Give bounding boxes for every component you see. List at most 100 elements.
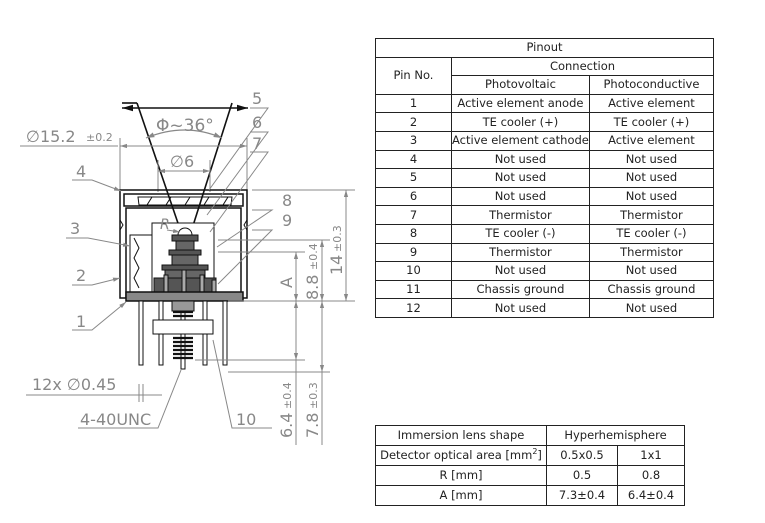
photoconductive-cell: Not used: [588, 149, 715, 170]
a-label: A [mm]: [375, 485, 547, 506]
photovoltaic-cell: Not used: [451, 261, 590, 281]
outer-diameter-label: ∅15.2: [26, 127, 76, 146]
photovoltaic-cell: Thermistor: [451, 242, 590, 263]
photoconductive-header: Photoconductive: [588, 75, 715, 95]
photovoltaic-cell: Not used: [451, 168, 590, 188]
dim-8-8-tol: ±0.4: [307, 243, 320, 270]
pin-number: 2: [375, 112, 452, 132]
fov-cone: [121, 102, 248, 233]
outer-diameter-tol: ±0.2: [86, 131, 113, 144]
pin-number: 9: [375, 242, 452, 263]
dim-a-label: A: [277, 277, 296, 288]
dim-14-tol: ±0.3: [331, 225, 344, 252]
r-value-1: 0.5: [546, 465, 618, 486]
header-base: [125, 291, 244, 302]
pin-number: 4: [375, 149, 452, 170]
pin-number: 6: [375, 186, 452, 207]
callout-leaders: [66, 107, 274, 429]
r-value-2: 0.8: [617, 465, 685, 486]
callout-1: 1: [76, 312, 86, 331]
pin-number: 5: [375, 168, 452, 188]
pin-number: 7: [375, 205, 452, 225]
pin-diameter-label: 12x ∅0.45: [32, 375, 116, 394]
photovoltaic-cell: Not used: [451, 186, 590, 207]
pin-no-header: Pin No.: [375, 56, 452, 95]
callout-9: 9: [282, 211, 292, 230]
photoconductive-cell: TE cooler (-): [588, 223, 715, 244]
photoconductive-cell: Thermistor: [588, 242, 715, 263]
dim-6-4-tol: ±0.4: [281, 382, 294, 409]
pin-number: 8: [375, 223, 452, 244]
callout-8: 8: [282, 191, 292, 210]
pin-number: 10: [375, 261, 452, 281]
vertical-dims: [195, 189, 355, 445]
photoconductive-cell: Thermistor: [588, 205, 715, 225]
photoconductive-cell: Not used: [588, 261, 715, 281]
photoconductive-cell: Active element: [588, 130, 715, 151]
callout-2: 2: [76, 266, 86, 285]
dim-6-4-label: 6.4: [277, 413, 296, 438]
pinout-table: Pinout Pin No. Connection Photovoltaic P…: [375, 38, 715, 318]
photovoltaic-cell: Thermistor: [451, 205, 590, 225]
pin-diameter-dim: [26, 384, 162, 402]
window-diameter-label: ∅6: [170, 152, 194, 171]
thread-label: 4-40UNC: [80, 410, 151, 429]
pin-number: 3: [375, 130, 452, 151]
optical-area-value-2: 1x1: [617, 445, 685, 466]
lens-shape-label: Immersion lens shape: [375, 425, 547, 446]
pinout-title: Pinout: [375, 38, 714, 58]
dim-7-8-tol: ±0.3: [307, 382, 320, 409]
lens-shape-value: Hyperhemisphere: [546, 425, 685, 446]
fov-angle-label: Φ~36°: [156, 116, 214, 136]
photoconductive-cell: Active element: [588, 93, 715, 114]
callout-4: 4: [76, 162, 86, 181]
photoconductive-cell: Not used: [588, 186, 715, 207]
window-diameter-dim: [157, 160, 211, 192]
optical-area-suffix: ]: [537, 448, 542, 462]
photovoltaic-cell: TE cooler (-): [451, 223, 590, 244]
radius-label: R: [160, 217, 170, 233]
dim-8-8-label: 8.8: [303, 275, 322, 300]
photoconductive-cell: Chassis ground: [588, 279, 715, 300]
dim-14-label: 14: [327, 255, 346, 275]
dim-7-8-label: 7.8: [303, 413, 322, 438]
photovoltaic-cell: Not used: [451, 149, 590, 170]
photoconductive-cell: TE cooler (+): [588, 112, 715, 132]
callout-3: 3: [70, 219, 80, 238]
callout-7: 7: [252, 134, 262, 153]
connection-header: Connection: [451, 56, 714, 77]
a-value-2: 6.4±0.4: [617, 485, 685, 506]
photoconductive-cell: Not used: [588, 298, 715, 318]
r-label: R [mm]: [375, 465, 547, 486]
pin-number: 1: [375, 93, 452, 114]
optical-area-sup: 2: [532, 447, 538, 457]
callout-5: 5: [252, 89, 262, 108]
callout-10: 10: [236, 410, 256, 429]
pin-number: 11: [375, 279, 452, 300]
photovoltaic-cell: TE cooler (+): [451, 112, 590, 132]
pins: [138, 300, 228, 370]
optical-area-text: Detector optical area [mm: [380, 448, 533, 462]
photovoltaic-header: Photovoltaic: [451, 75, 590, 95]
thread-stud: [173, 310, 193, 360]
optical-area-label: Detector optical area [mm2]: [375, 445, 547, 466]
a-value-1: 7.3±0.4: [546, 485, 618, 506]
internal-assembly: [129, 222, 217, 295]
pin-number: 12: [375, 298, 452, 318]
fov-angle-arc: [145, 129, 223, 139]
photovoltaic-cell: Active element cathode: [451, 130, 590, 151]
detector-drawing: Φ~36° ∅15.2 ±0.2 ∅6: [20, 89, 355, 445]
photovoltaic-cell: Active element anode: [451, 93, 590, 114]
photovoltaic-cell: Chassis ground: [451, 279, 590, 300]
